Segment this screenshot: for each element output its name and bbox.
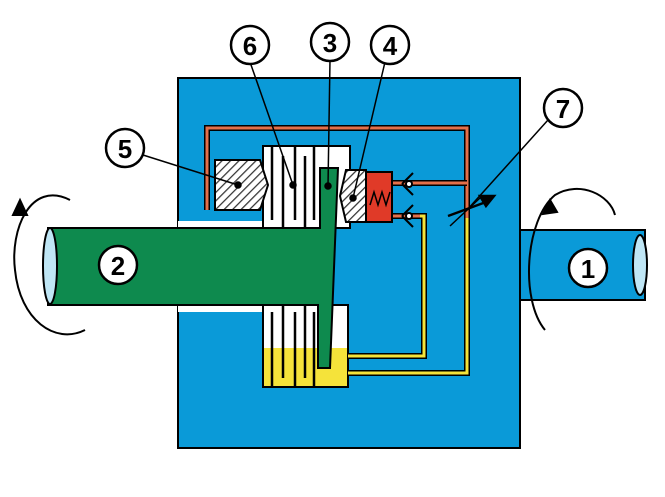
rotation-arrow-icon xyxy=(11,187,616,336)
svg-text:6: 6 xyxy=(243,31,257,61)
oil-line xyxy=(348,213,470,376)
callout-4: 4 xyxy=(369,24,411,66)
callout-6: 6 xyxy=(229,24,271,66)
svg-text:5: 5 xyxy=(118,134,132,164)
svg-text:4: 4 xyxy=(383,31,398,61)
callout-3: 3 xyxy=(309,21,351,63)
callout-5: 5 xyxy=(104,127,146,169)
svg-text:7: 7 xyxy=(556,94,570,124)
callout-2: 2 xyxy=(97,244,139,286)
input-shaft xyxy=(42,167,340,369)
output-shaft xyxy=(514,229,648,301)
leader-lines xyxy=(142,59,549,211)
svg-text:3: 3 xyxy=(323,28,337,58)
svg-text:1: 1 xyxy=(581,254,595,284)
callout-7: 7 xyxy=(542,87,584,129)
valve-spring xyxy=(365,171,393,223)
callout-1: 1 xyxy=(567,247,609,289)
check-valve-icon xyxy=(401,172,414,228)
pressure-line xyxy=(204,125,470,219)
svg-text:2: 2 xyxy=(111,251,125,281)
lower-plate-cavity xyxy=(262,304,349,388)
